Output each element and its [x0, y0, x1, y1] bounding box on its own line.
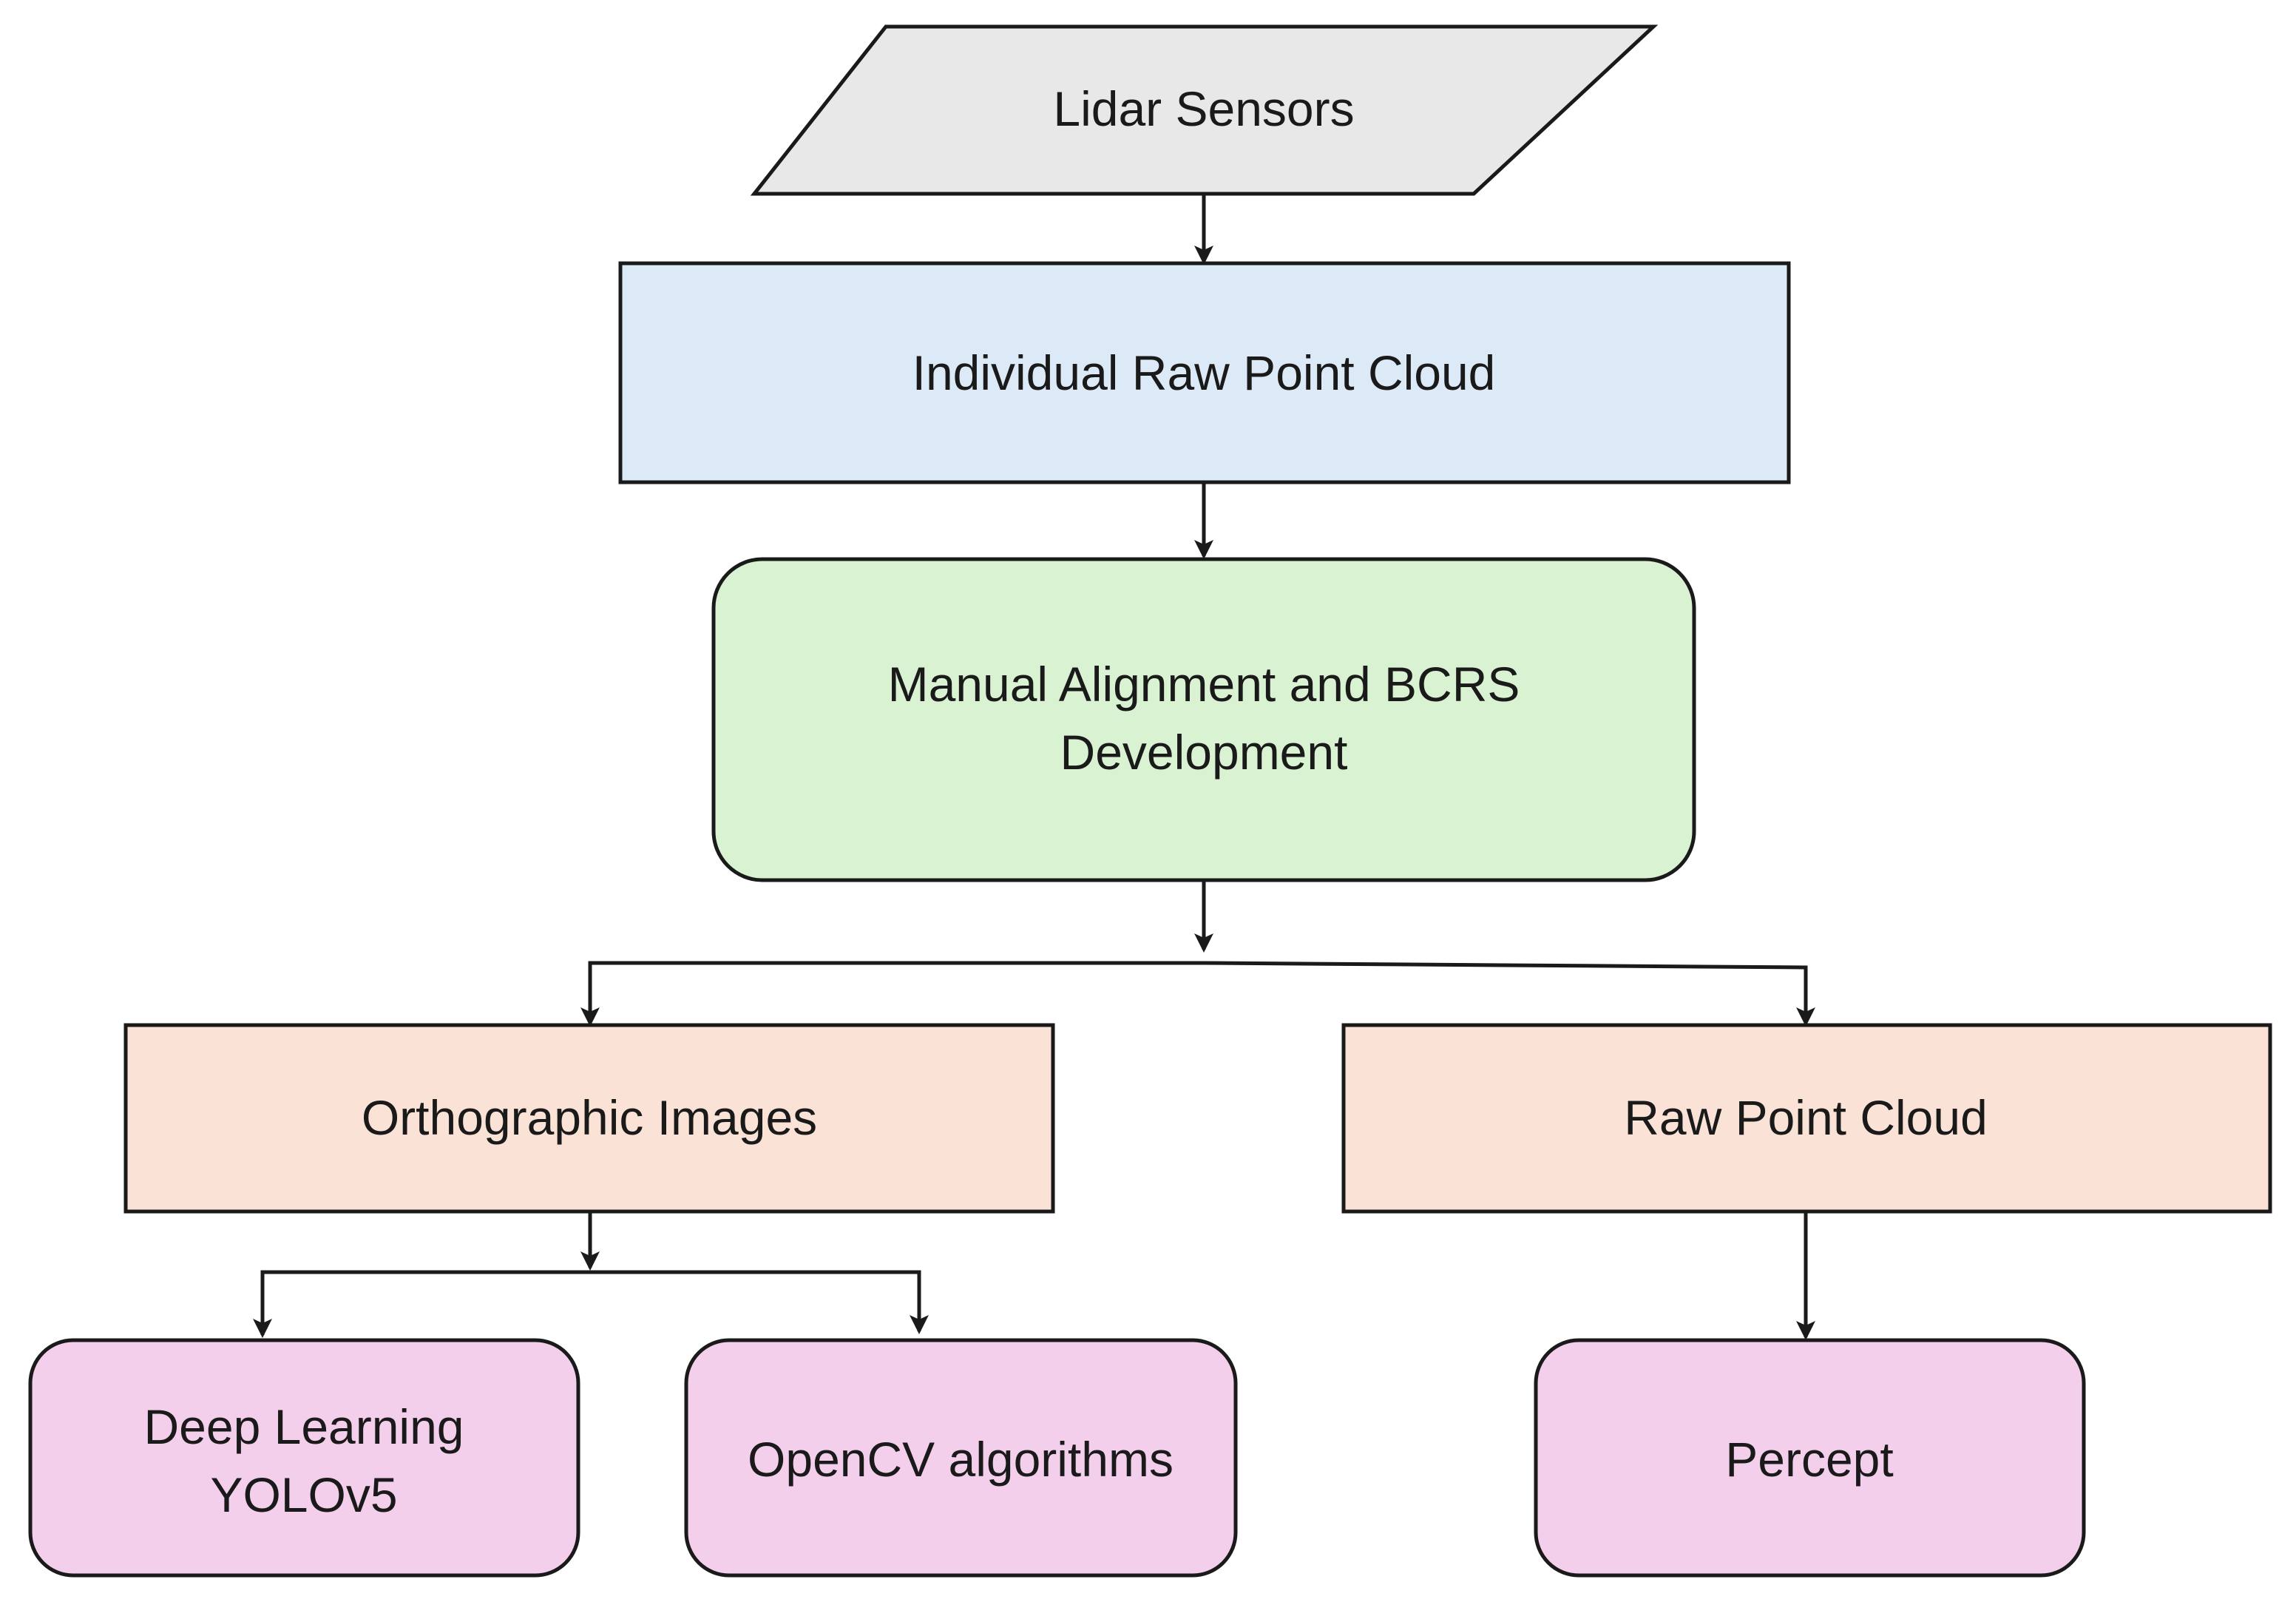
node-individual-raw-point-cloud: Individual Raw Point Cloud — [618, 261, 1791, 484]
edge-manual-alignment-to-raw-point-cloud — [1203, 961, 1815, 1027]
manual-alignment-label-line1: Manual Alignment and BCRS — [888, 657, 1520, 712]
node-opencv-algorithms: OpenCV algorithms — [684, 1338, 1238, 1578]
lidar-sensors-label: Lidar Sensors — [1053, 81, 1354, 136]
raw-point-cloud-label: Raw Point Cloud — [1624, 1090, 1988, 1145]
node-manual-alignment: Manual Alignment and BCRS Development — [711, 557, 1696, 882]
node-orthographic-images: Orthographic Images — [123, 1023, 1055, 1214]
node-percept: Percept — [1534, 1338, 2086, 1578]
edge-manual-alignment-to-orthographic — [580, 961, 1204, 1027]
opencv-algorithms-shape — [684, 1338, 1238, 1578]
opencv-algorithms-label: OpenCV algorithms — [748, 1432, 1174, 1487]
individual-raw-point-cloud-shape — [618, 261, 1791, 484]
raw-point-cloud-shape — [1341, 1023, 2272, 1214]
lidar-sensors-shape — [750, 24, 1659, 196]
edge-orthographic-to-deep-learning — [253, 1270, 590, 1338]
edge-orthographic-to-opencv — [590, 1270, 929, 1334]
node-raw-point-cloud: Raw Point Cloud — [1341, 1023, 2272, 1214]
manual-alignment-label-line2: Development — [1060, 725, 1348, 780]
orthographic-images-shape — [123, 1023, 1055, 1214]
deep-learning-label-line1: Deep Learning — [144, 1399, 464, 1454]
percept-label: Percept — [1725, 1432, 1893, 1487]
orthographic-images-label: Orthographic Images — [362, 1090, 817, 1145]
individual-raw-point-cloud-label: Individual Raw Point Cloud — [912, 345, 1496, 400]
node-deep-learning-yolov5: Deep Learning YOLOv5 — [28, 1338, 580, 1578]
deep-learning-shape — [28, 1338, 580, 1578]
deep-learning-label-line2: YOLOv5 — [210, 1467, 397, 1522]
percept-shape — [1534, 1338, 2086, 1578]
manual-alignment-shape — [711, 557, 1696, 882]
connectors — [253, 194, 1815, 1340]
node-lidar-sensors: Lidar Sensors — [750, 24, 1659, 196]
